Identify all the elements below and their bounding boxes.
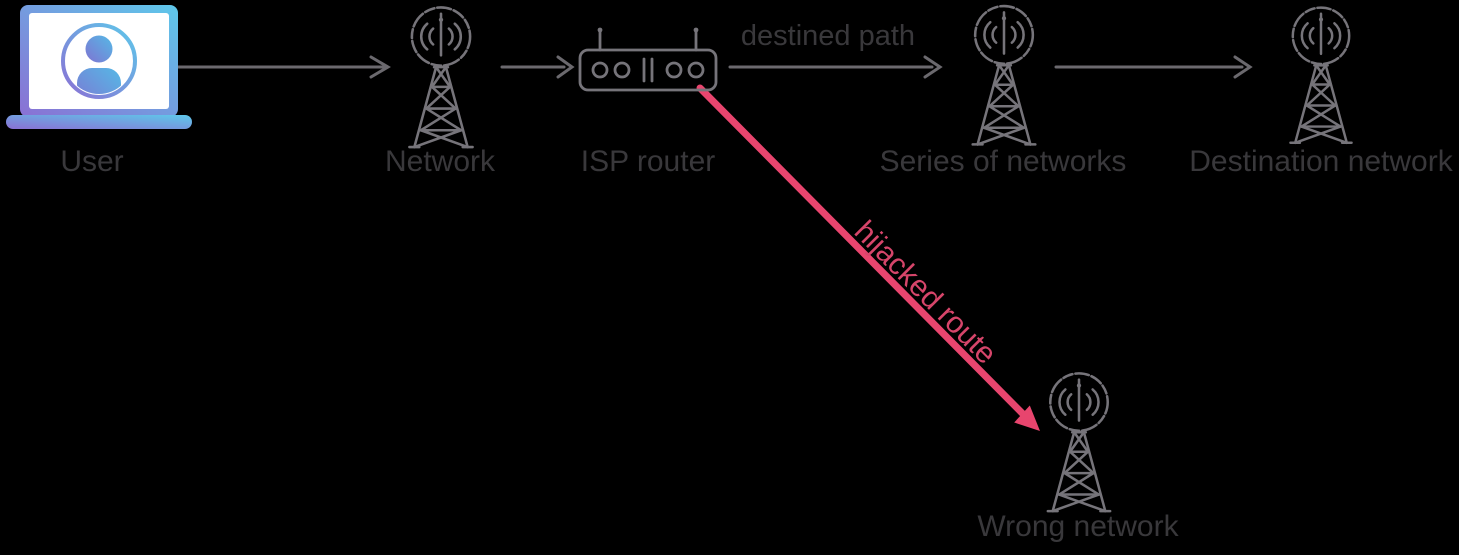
radio-tower-icon: [396, 2, 486, 150]
radio-tower-icon: [1278, 0, 1364, 148]
arrow-hijacked-route: [696, 84, 1040, 431]
radio-tower-icon: [960, 0, 1048, 148]
wrong-network-label: Wrong network: [977, 510, 1179, 543]
arrow-network-to-router: [500, 55, 575, 79]
destination-network-label: Destination network: [1189, 145, 1453, 178]
person-icon: [77, 35, 121, 94]
network-label: Network: [384, 145, 496, 178]
router-icon: [578, 27, 718, 92]
radio-tower-icon: [1032, 368, 1126, 514]
series-of-networks-label: Series of networks: [879, 145, 1127, 178]
arrow-destined-path: [728, 55, 943, 79]
isp-router-label: ISP router: [580, 145, 716, 178]
arrow-user-to-network: [176, 55, 391, 79]
destined-path-label: destined path: [740, 20, 916, 52]
laptop-user-icon: [6, 5, 192, 129]
user-label: User: [60, 145, 124, 178]
arrow-to-destination: [1054, 55, 1253, 79]
